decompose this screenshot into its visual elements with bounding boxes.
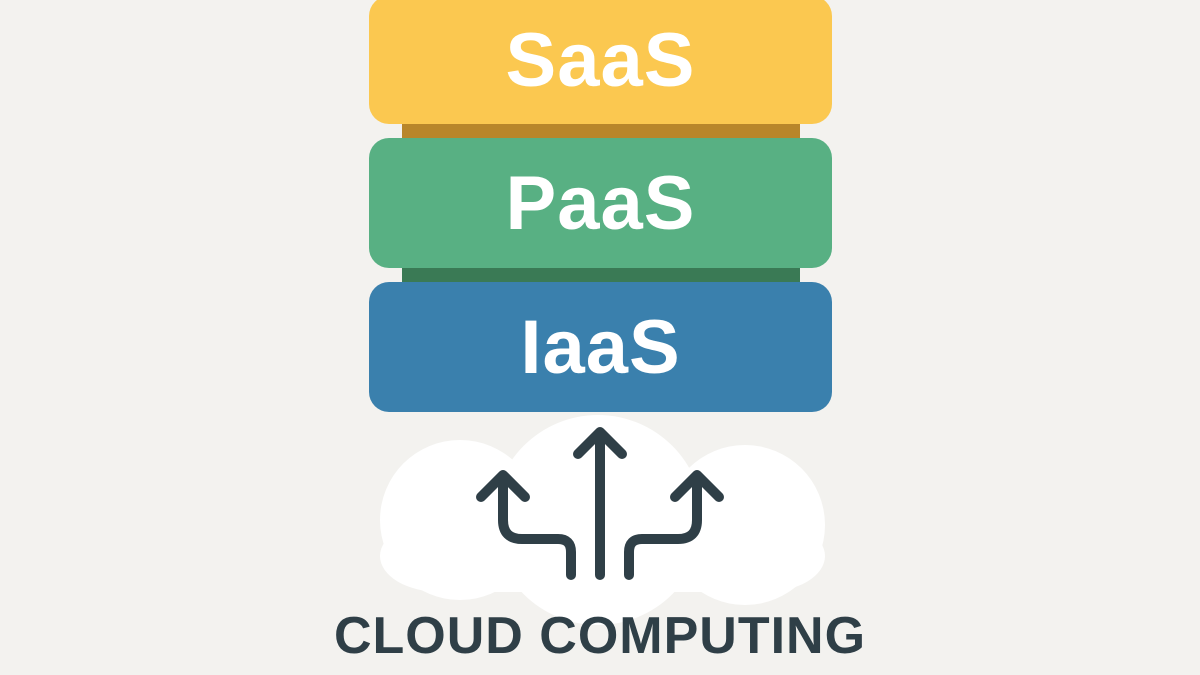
diagram-title: CLOUD COMPUTING [333,607,867,665]
iaas-layer: IaaS [369,282,832,412]
branching-arrows-icon [476,427,724,580]
iaas-label: IaaS [520,304,681,390]
layer-connector [402,124,800,138]
paas-layer: PaaS [369,138,832,268]
saas-layer: SaaS [369,0,832,124]
layer-connector [402,268,800,282]
paas-label: PaaS [505,160,696,246]
saas-label: SaaS [505,17,696,103]
